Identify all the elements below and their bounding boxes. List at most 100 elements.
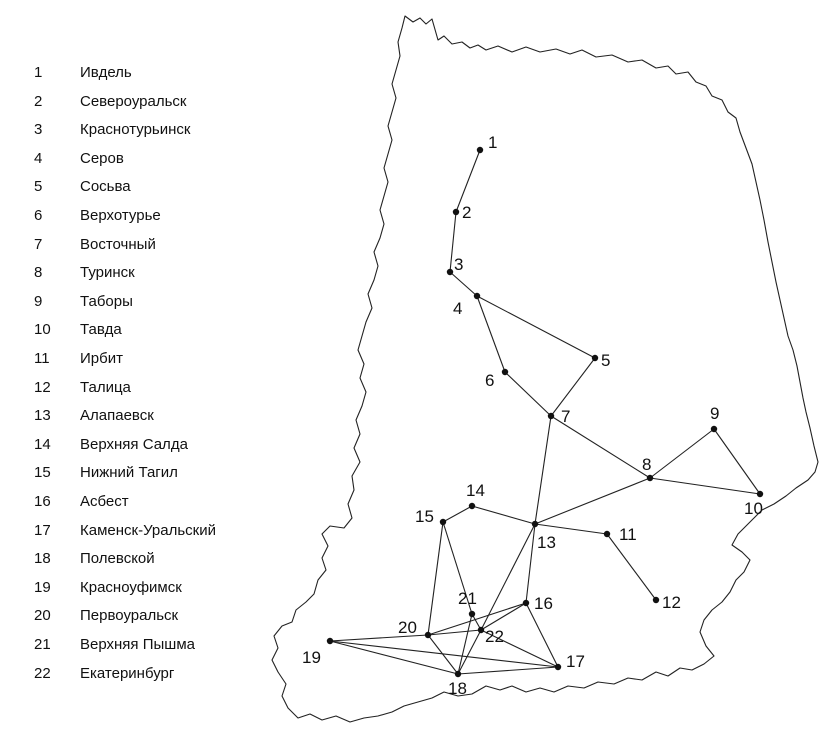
city-node <box>522 599 530 607</box>
city-node <box>326 637 334 645</box>
city-node <box>424 631 432 639</box>
legend-item-name: Верхотурье <box>80 207 161 224</box>
legend-item-number: 20 <box>34 607 51 625</box>
city-number-label: 15 <box>415 507 434 526</box>
road-edge <box>329 634 429 642</box>
legend-item-name: Таборы <box>80 292 133 310</box>
road-edge <box>329 640 559 668</box>
city-node <box>476 146 484 154</box>
city-node <box>531 520 539 528</box>
road-edge <box>606 533 657 601</box>
city-number-label: 9 <box>710 404 719 423</box>
city-node <box>710 425 718 433</box>
city-number-label: 11 <box>619 525 637 544</box>
city-node <box>477 626 485 634</box>
road-edge <box>525 602 559 668</box>
road-edge <box>457 613 473 675</box>
road-edge <box>534 415 552 525</box>
city-number-label: 19 <box>302 648 321 667</box>
road-edge <box>457 629 482 675</box>
city-node <box>756 490 764 498</box>
road-edge <box>449 271 478 297</box>
legend: 1 Ивдель 2 Североуральск 3 Краснотурьинск 4 Сер… <box>0 0 260 740</box>
legend-item-name: Туринск <box>80 264 135 282</box>
road-edge <box>550 357 596 417</box>
city-node <box>439 518 447 526</box>
city-node <box>446 268 454 276</box>
city-node <box>452 208 460 216</box>
legend-item-number: 9 <box>34 292 43 310</box>
road-edge <box>534 523 608 535</box>
legend-item-number: 12 <box>34 378 51 396</box>
road-edge <box>550 415 651 479</box>
legend-item-number: 22 <box>34 664 51 682</box>
road-edge <box>442 505 473 523</box>
road-edge <box>449 211 457 273</box>
city-number-label: 10 <box>744 499 763 518</box>
city-number-label: 21 <box>458 589 477 608</box>
city-number-label: 7 <box>561 407 570 426</box>
road-edge <box>534 477 651 525</box>
legend-item-name: Каменск-Уральский <box>80 521 217 539</box>
city-node <box>554 663 562 671</box>
city-number-label: 16 <box>534 594 553 613</box>
legend-item-number: 19 <box>34 578 51 596</box>
legend-item-number: 4 <box>34 149 43 167</box>
legend-item-number: 11 <box>34 350 50 367</box>
city-number-label: 12 <box>662 593 681 612</box>
city-node <box>473 292 481 300</box>
road-edge <box>480 523 536 631</box>
legend-item-name: Сосьва <box>80 178 131 196</box>
legend-item-name: Верхняя Салда <box>80 435 188 453</box>
legend-item-name: Ивдель <box>80 64 132 81</box>
city-number-label: 20 <box>398 618 417 637</box>
road-edge <box>476 295 506 373</box>
city-number-label: 2 <box>462 203 471 222</box>
road-edge <box>525 523 536 604</box>
city-number-label: 6 <box>485 371 494 390</box>
city-nodes <box>326 146 764 678</box>
legend-item-number: 2 <box>34 92 43 110</box>
legend-item-number: 14 <box>34 435 51 453</box>
legend-item-number: 16 <box>34 493 51 510</box>
road-edge <box>457 666 559 675</box>
city-number-label: 3 <box>454 255 463 274</box>
legend-item-name: Североуральск <box>80 92 187 110</box>
road-edge <box>713 428 761 495</box>
legend-item-number: 10 <box>34 321 51 339</box>
legend-item-name: Верхняя Пышма <box>80 636 195 653</box>
city-number-label: 22 <box>485 627 504 646</box>
road-edge <box>471 505 536 525</box>
legend-item-number: 7 <box>34 235 43 253</box>
legend-item-number: 5 <box>34 178 43 196</box>
city-node <box>646 474 654 482</box>
city-number-label: 1 <box>488 133 497 152</box>
road-edges <box>329 149 761 675</box>
city-number-label: 5 <box>601 351 610 370</box>
road-edge <box>427 629 482 636</box>
city-number-label: 13 <box>537 533 556 552</box>
road-edge <box>504 371 552 417</box>
city-number-label: 4 <box>453 299 462 318</box>
road-edge <box>427 521 444 636</box>
city-node <box>603 530 611 538</box>
legend-item-number: 6 <box>34 207 43 224</box>
region-outline <box>271 15 819 723</box>
city-node <box>468 502 476 510</box>
city-node <box>547 412 555 420</box>
road-edge <box>427 634 459 675</box>
legend-item-name: Алапаевск <box>80 407 154 425</box>
legend-item-name: Серов <box>80 149 124 167</box>
legend-item-number: 3 <box>34 121 43 139</box>
legend-item-number: 18 <box>34 550 51 568</box>
legend-item-name: Краснотурьинск <box>80 121 191 139</box>
legend-item-number: 15 <box>34 464 51 482</box>
legend-item-name: Талица <box>80 378 131 396</box>
city-node <box>454 670 462 678</box>
legend-item-number: 13 <box>34 407 51 425</box>
road-edge <box>455 149 481 213</box>
city-node <box>591 354 599 362</box>
legend-item-number: 1 <box>34 64 43 81</box>
